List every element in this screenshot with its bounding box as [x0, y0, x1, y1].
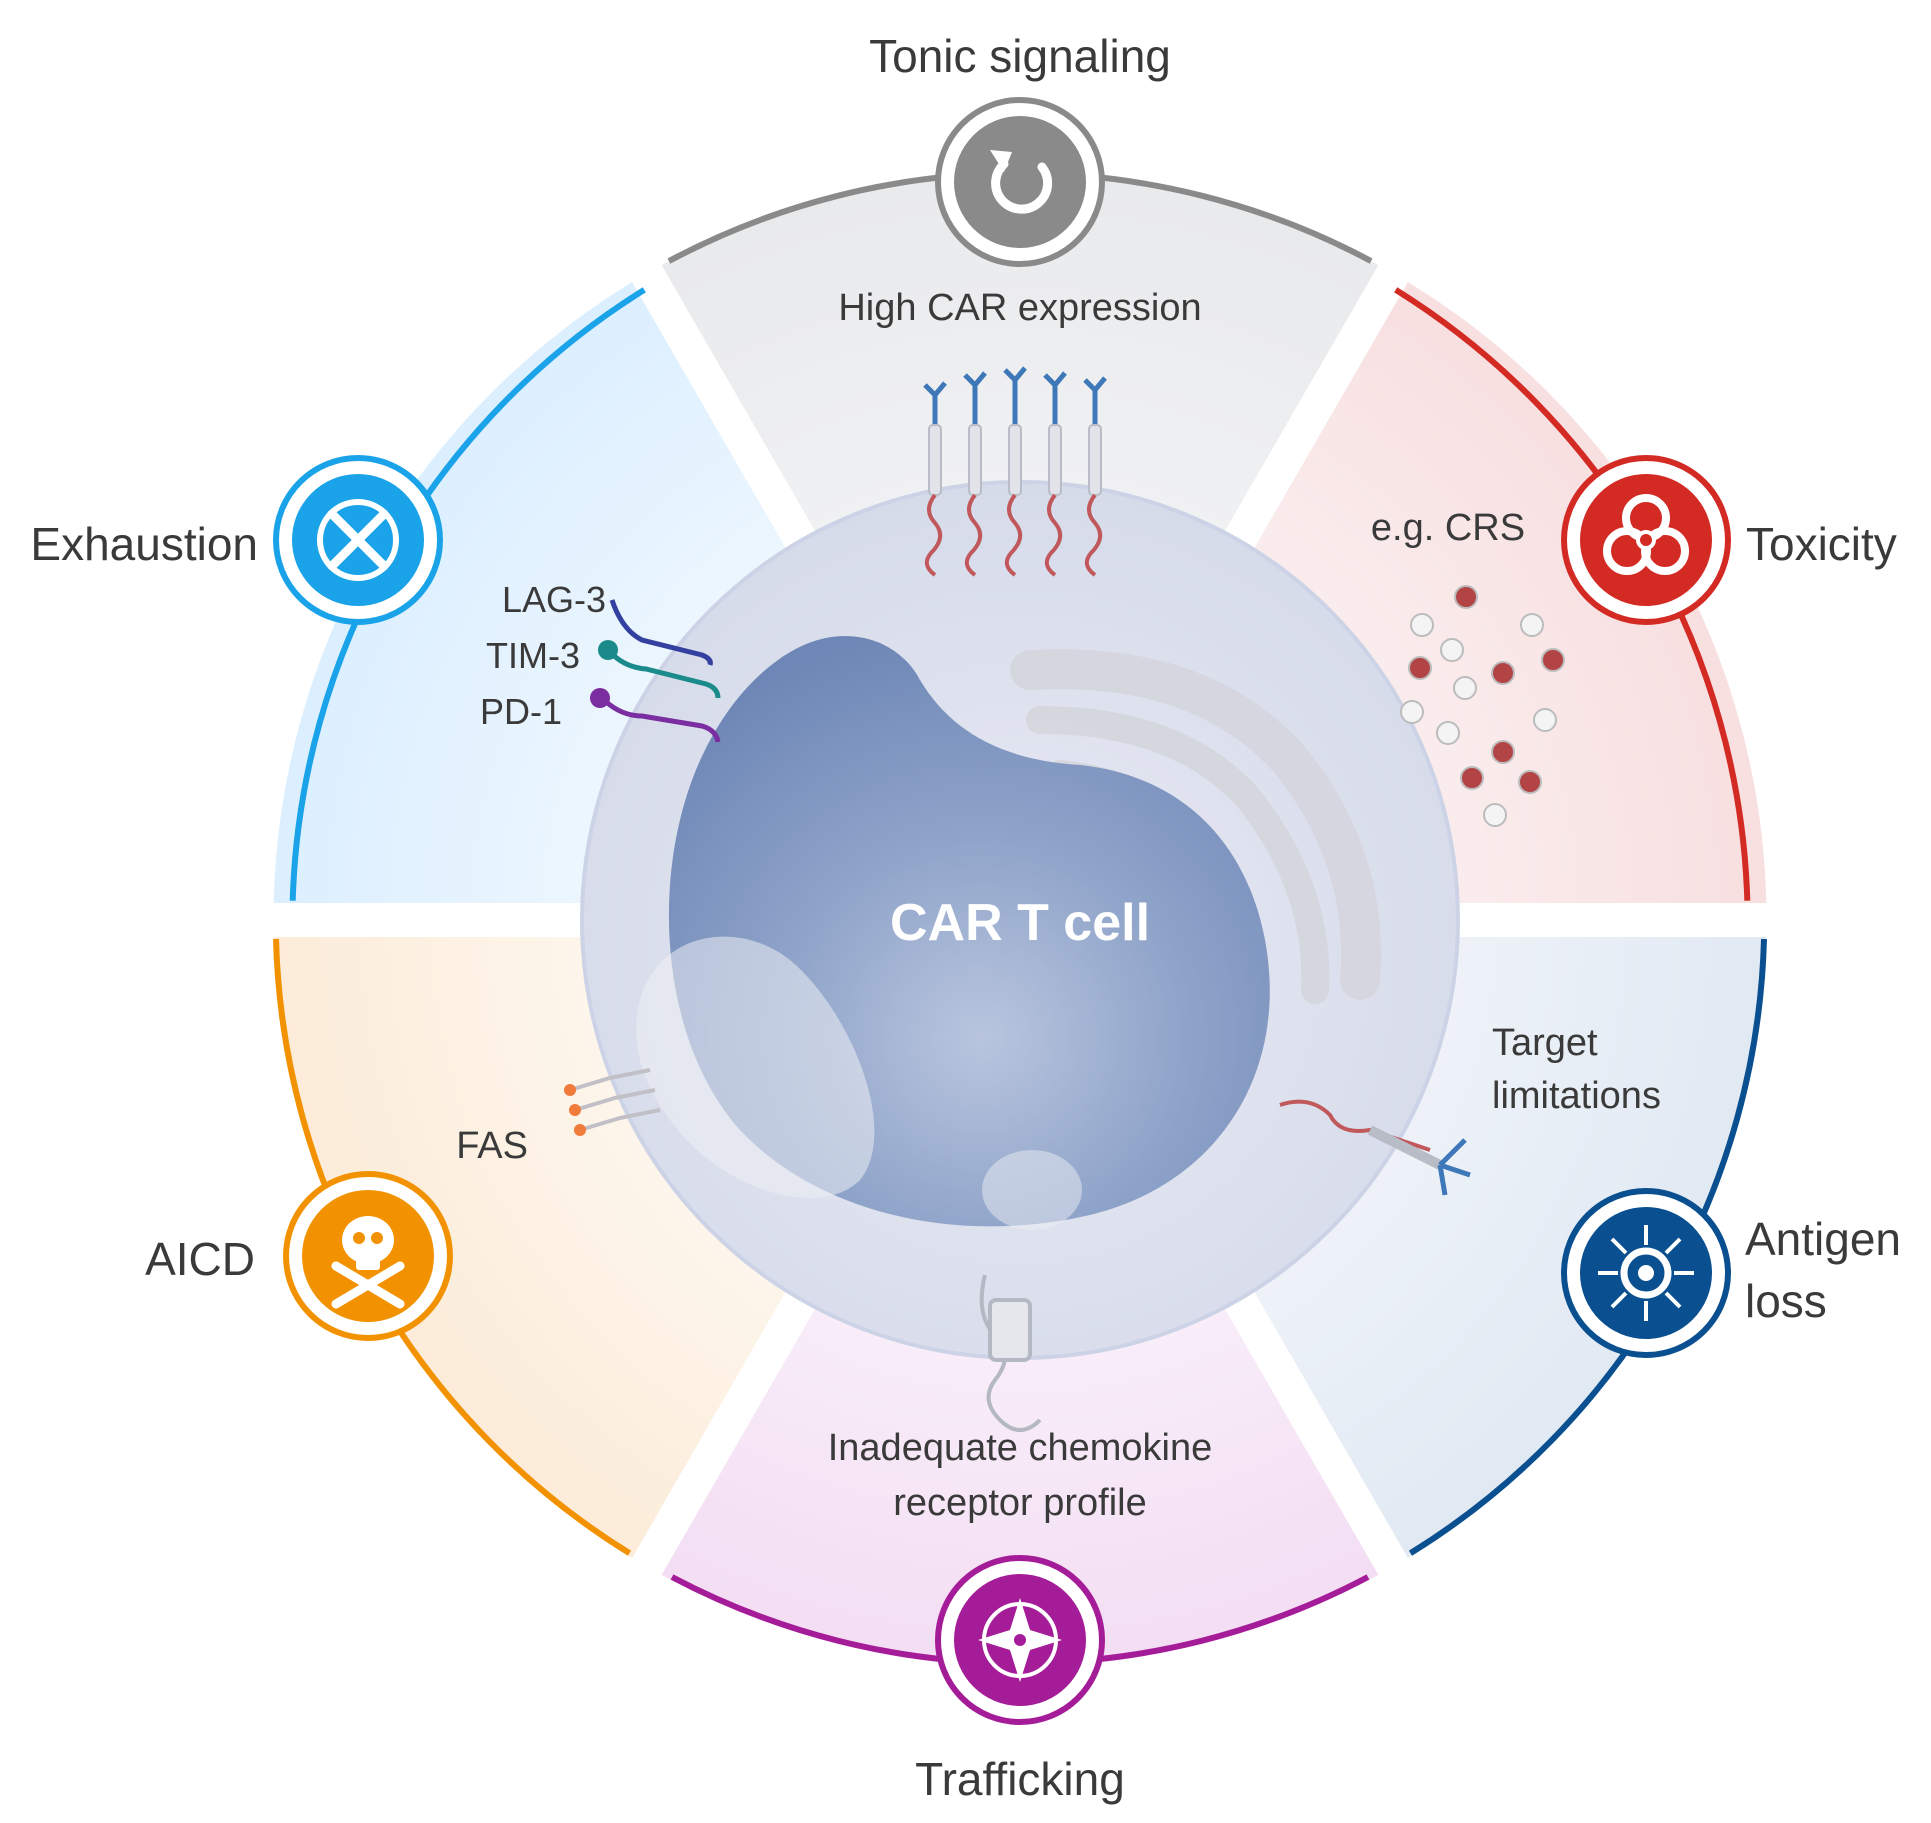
car-receptor	[1003, 366, 1027, 577]
x-circle-icon	[273, 455, 443, 625]
label-aicd: AICD	[145, 1233, 255, 1285]
detail-target: Target	[1492, 1022, 1598, 1064]
ring-icons	[273, 97, 1731, 1725]
car-receptor	[1083, 376, 1107, 577]
marker-tim-3: TIM-3	[486, 635, 580, 676]
checkpoint-receptors	[590, 599, 721, 743]
label-antigen: Antigen	[1745, 1213, 1901, 1265]
detail-receptor-profile: receptor profile	[893, 1482, 1146, 1524]
detail-inadequate-chemokine: Inadequate chemokine	[828, 1427, 1213, 1469]
skull-crossbones-icon	[283, 1171, 453, 1341]
label-exhaustion: Exhaustion	[30, 518, 258, 570]
virus-icon	[1561, 1188, 1731, 1358]
car-receptor-cluster	[923, 366, 1107, 577]
center-label: CAR T cell	[890, 894, 1150, 952]
fas-receptors	[564, 1068, 661, 1136]
biohazard-icon	[1561, 455, 1731, 625]
car-receptor	[923, 381, 947, 577]
car-t-cell: CAR T cell	[580, 480, 1460, 1360]
cytoplasm-granule	[982, 1150, 1082, 1230]
labels: Tonic signaling High CAR expression Toxi…	[30, 30, 1901, 1805]
detail-limitations: limitations	[1492, 1075, 1661, 1117]
cytoplasm-vesicle	[636, 936, 875, 1198]
car-receptor	[1043, 371, 1067, 577]
label-toxicity: Toxicity	[1746, 518, 1897, 570]
detail-eg-crs: e.g. CRS	[1371, 507, 1525, 549]
chemokine-receptor	[979, 1274, 1042, 1432]
detail-fas: FAS	[456, 1125, 528, 1167]
car-receptor	[963, 371, 987, 577]
detail-high-car-expression: High CAR expression	[838, 287, 1201, 329]
label-trafficking: Trafficking	[915, 1753, 1125, 1805]
cytokine-dots	[1400, 585, 1565, 827]
refresh-icon	[935, 97, 1105, 267]
target-antigen	[1279, 1099, 1471, 1196]
compass-icon	[935, 1555, 1105, 1725]
marker-pd-1: PD-1	[480, 691, 562, 732]
label-loss: loss	[1745, 1275, 1827, 1327]
marker-lag-3: LAG-3	[502, 579, 606, 620]
label-tonic-signaling: Tonic signaling	[869, 30, 1171, 82]
